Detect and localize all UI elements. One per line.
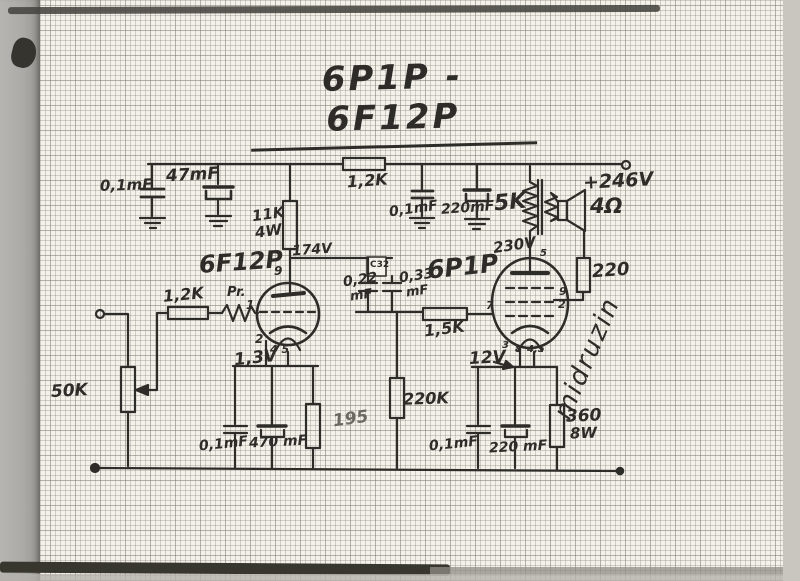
b-plus-terminal [620, 159, 632, 171]
cathode-leads [518, 344, 536, 369]
scan-edge-bottom [0, 574, 800, 581]
label-cap-input-filter-1: 0,1mF [99, 175, 153, 195]
tube-envelope [490, 256, 570, 350]
label-pin45-t2: 4,5 [527, 344, 545, 355]
input-terminal [94, 308, 106, 320]
resistor-220k-gridleak [388, 376, 406, 420]
speaker-icon [556, 188, 587, 233]
cap-cathode-0p1 [222, 364, 249, 470]
resistor-220-feedback [552, 229, 592, 302]
cap-coupling-0p22 [357, 256, 379, 314]
label-tube2-name: 6P1P [425, 248, 500, 285]
label-anode-voltage-6f12p: 174V [291, 240, 333, 260]
label-res-dropper: 1,2K [346, 169, 389, 192]
label-res-feedback: 220 [591, 258, 631, 283]
label-grid-stopper: Pr. [227, 285, 246, 300]
label-res-cathode1: 195 [331, 406, 370, 432]
schematic-title: 6P1P - 6F12P [248, 54, 538, 152]
label-pin45-t1: 4 5 [270, 343, 290, 356]
wiper-arrow-icon [134, 383, 150, 397]
cathode-leads [264, 339, 290, 368]
label-cap-coupling2-unit: mF [405, 282, 430, 301]
ground-icon [204, 214, 233, 228]
label-cap-cathode1b: 470 mF [248, 432, 308, 452]
input-stage [94, 303, 260, 468]
heater-arc [274, 337, 302, 352]
label-pin2-t2: 2 [558, 298, 566, 311]
cap-filter-3 [408, 163, 436, 230]
resistor-1p2k-dropper [341, 156, 387, 172]
wire [102, 312, 130, 369]
power-rail [146, 156, 632, 172]
cap-cathode-0p1b [465, 365, 492, 470]
ground-rail [89, 462, 625, 476]
cap-coupling-0p33 [381, 274, 403, 314]
tube-6p1p [490, 256, 570, 369]
ground-terminal-right [615, 466, 625, 476]
anode-plate [271, 291, 306, 298]
ground-icon [408, 216, 436, 230]
label-res-plate-power: 4W [253, 220, 284, 242]
label-cap-coupling1-unit: mF [349, 286, 374, 305]
cap-input-filter-2 [202, 162, 235, 228]
cap-cathode-470-cup [259, 428, 286, 470]
label-speaker-impedance: 4Ω [590, 194, 623, 218]
label-pin8-t2: 8 [515, 344, 522, 355]
label-res-cathode2-power: 8W [569, 423, 598, 443]
cap-filter-4 [462, 163, 492, 231]
label-cathode-voltage-t2: 12V [468, 347, 507, 369]
label-cap-input-filter-2: 47mF [165, 163, 220, 187]
transformer-core [536, 178, 544, 236]
label-cap-filter-4: 220mF [440, 198, 495, 218]
label-tube1-name: 6F12P [198, 245, 284, 279]
label-pin3-t2: 3 [502, 340, 509, 351]
wiper-wire [144, 311, 170, 392]
label-res-grid-leak: 220K [402, 388, 450, 409]
wire [97, 466, 622, 473]
label-cap-cathode2b: 220 mF [488, 437, 548, 457]
resistor-11k-plate [281, 162, 299, 260]
label-pin9-t1: 9 [274, 264, 283, 278]
12v-arrow-icon [501, 359, 515, 371]
ground-icon [463, 217, 491, 231]
scan-edge-right [783, 0, 800, 581]
label-pin2-t1: 2 [255, 332, 264, 346]
cathode-arc [510, 324, 550, 335]
label-supply-voltage: +246V [582, 168, 654, 194]
potentiometer-50k [119, 365, 137, 414]
cathode-network-2 [465, 359, 566, 472]
label-transformer-primary: 5K [492, 188, 528, 217]
label-pot-volume: 50K [50, 380, 89, 402]
tube-envelope [255, 281, 321, 347]
label-cap-box: C32 [370, 260, 390, 270]
ground-icon [138, 216, 167, 230]
label-pin1-t1: 1 [246, 298, 255, 312]
scan-edge-bottom-right [430, 567, 800, 575]
cap-input-filter-1 [138, 162, 167, 230]
cathode-arc [268, 325, 308, 335]
resistor-195-cathode [304, 402, 322, 450]
output-transformer-icon [521, 164, 560, 274]
cathode-network-1 [222, 364, 322, 470]
scan-edge-left [0, 0, 40, 581]
label-pin7-t2: 7 [486, 299, 494, 312]
label-pin-anode-6p1p: 5 [540, 248, 547, 259]
grids [504, 286, 556, 318]
tube-6f12p [255, 256, 321, 368]
label-res-input: 1,2K [162, 283, 205, 306]
resistor-pr-gridstopper [220, 303, 260, 323]
label-pin9-t2: 9 [559, 285, 567, 298]
cap-cathode-220-cup [503, 428, 529, 470]
coupling-network [288, 256, 495, 470]
resistor-1p2k-input [166, 305, 210, 321]
ground-terminal-left [89, 462, 101, 474]
